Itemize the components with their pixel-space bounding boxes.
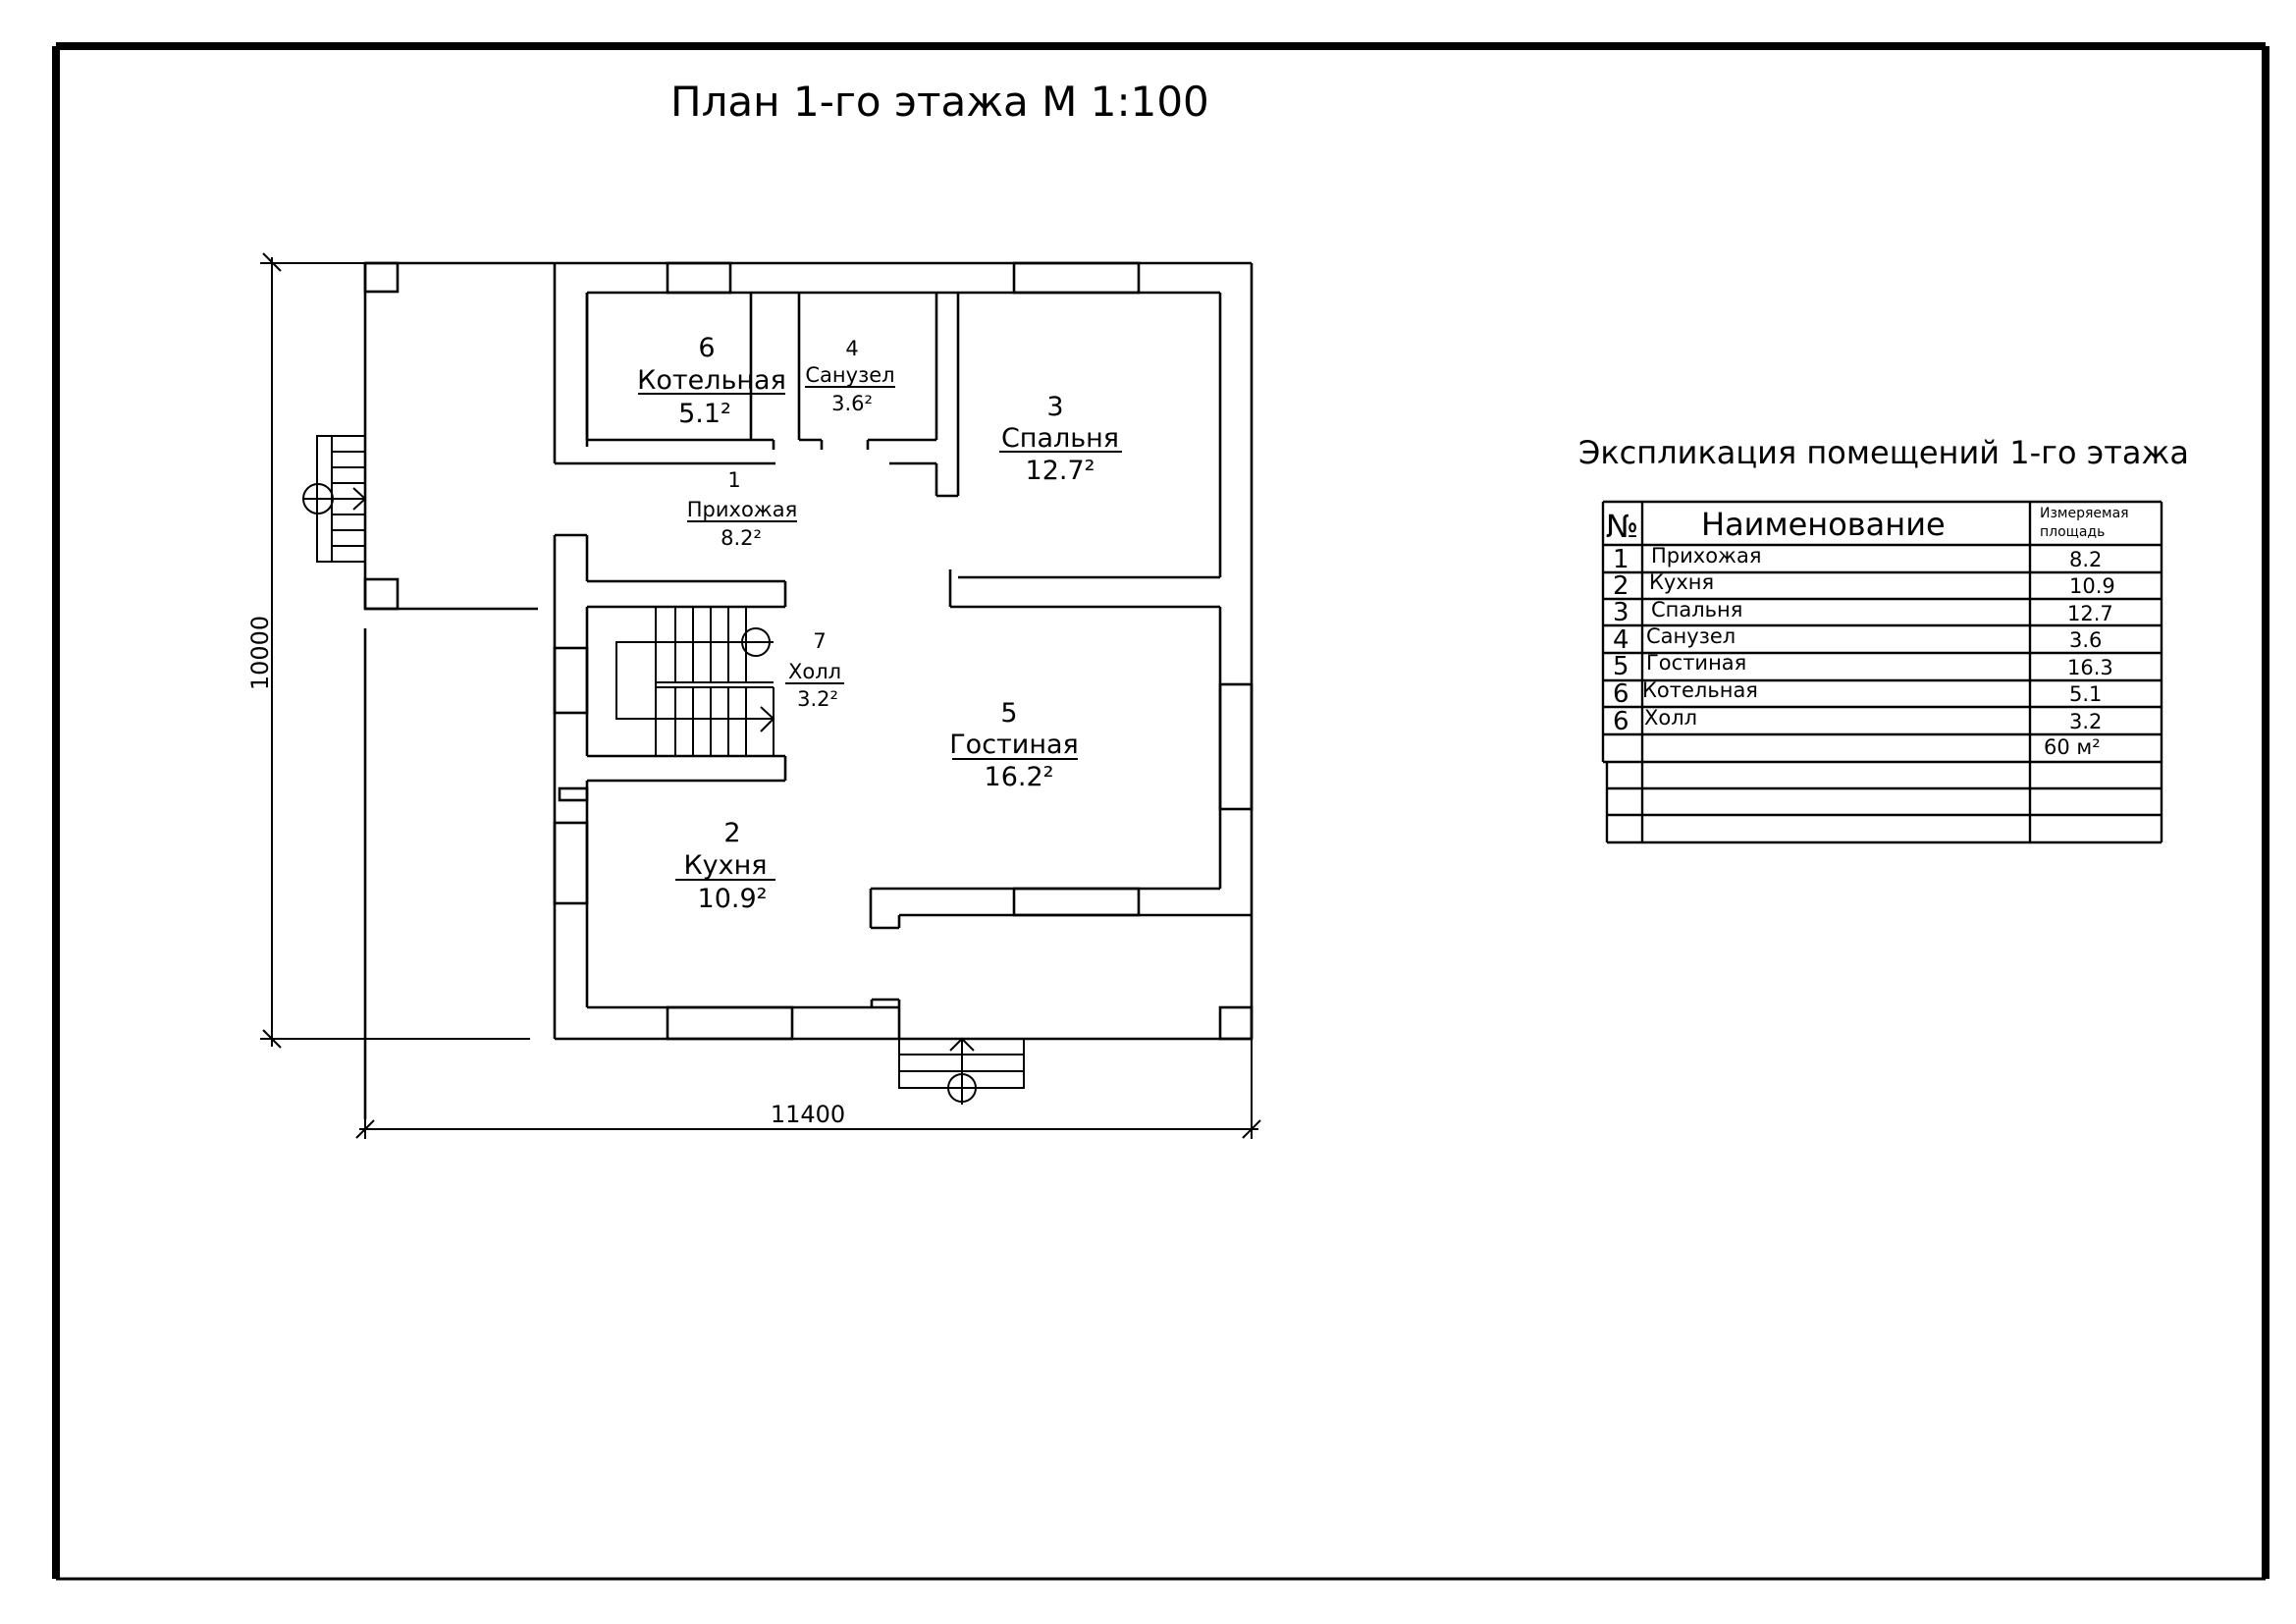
floor-plan: 10000 11400 6 Котельная 5.1² 4 Санузел 3…: [246, 252, 1261, 1139]
table-row-name: Спальня: [1651, 598, 1742, 622]
table-row-area: 3.6: [2069, 628, 2102, 652]
room-name: Кухня: [683, 850, 767, 881]
plan-title: План 1-го этажа М 1:100: [670, 78, 1209, 126]
room-number: 7: [813, 629, 826, 653]
table-row-name: Гостиная: [1646, 651, 1746, 675]
room-name: Спальня: [1001, 423, 1119, 454]
table-header-area-2: площадь: [2040, 524, 2105, 540]
window-living-right: [1218, 682, 1254, 811]
boiler-room-walls: [555, 293, 775, 465]
room-name: Гостиная: [949, 730, 1079, 760]
table-row-num: 6: [1613, 679, 1629, 709]
room-area: 3.2²: [797, 687, 838, 711]
window-bedroom: [1012, 261, 1141, 295]
room-name: Прихожая: [687, 498, 797, 521]
explication-title: Экспликация помещений 1-го этажа: [1578, 434, 2189, 471]
room-label-hall: 7 Холл 3.2²: [785, 629, 844, 711]
room-number: 5: [1000, 698, 1017, 729]
table-row-name: Санузел: [1646, 624, 1735, 648]
bathroom-walls: [797, 293, 938, 465]
living-room-walls: [869, 887, 1252, 930]
room-area: 3.6²: [831, 392, 873, 415]
room-name: Котельная: [637, 365, 786, 396]
table-row-area: 10.9: [2069, 574, 2115, 598]
table-row-num: 6: [1613, 707, 1629, 736]
dimension-height: 10000: [246, 616, 274, 690]
room-name: Санузел: [805, 363, 894, 387]
table-header-num: №: [1606, 508, 1638, 545]
hall-staircase: [555, 533, 787, 793]
table-row-area: 3.2: [2069, 710, 2102, 733]
left-entrance-stairs: [302, 435, 367, 563]
table-row-num: 2: [1613, 571, 1629, 601]
room-name: Холл: [788, 660, 841, 683]
room-label-boiler: 6 Котельная 5.1²: [637, 333, 786, 429]
table-row-area: 5.1: [2069, 682, 2102, 706]
table-row-name: Прихожая: [1651, 544, 1761, 568]
room-area: 8.2²: [721, 526, 762, 550]
table-row-num: 4: [1613, 625, 1629, 655]
table-header-name: Наименование: [1701, 506, 1946, 543]
room-label-bathroom: 4 Санузел 3.6²: [805, 337, 895, 415]
bottom-entrance-stairs: [898, 1037, 1025, 1105]
room-area: 5.1²: [678, 399, 731, 429]
room-area: 12.7²: [1026, 456, 1095, 486]
table-row-name: Холл: [1644, 706, 1697, 730]
bedroom-walls: [934, 293, 1220, 609]
explication-table: № Наименование Измеряемая площадь 1 Прих…: [1601, 500, 2163, 844]
window-boiler: [666, 261, 732, 295]
room-label-entry: 1 Прихожая 8.2²: [687, 468, 797, 550]
window-kitchen-left: [553, 821, 589, 905]
table-row-num: 3: [1613, 598, 1629, 627]
table-row-name: Котельная: [1642, 678, 1758, 702]
table-row-area: 16.3: [2067, 656, 2113, 679]
window-living-bottom: [1012, 887, 1141, 917]
sheet-frame: [52, 42, 2269, 1581]
room-area: 16.2²: [985, 762, 1054, 792]
room-number: 6: [698, 333, 715, 363]
table-row-area: 12.7: [2067, 602, 2113, 625]
table-row-num: 1: [1613, 545, 1629, 574]
room-label-living: 5 Гостиная 16.2²: [949, 698, 1079, 792]
dimension-width: 11400: [771, 1101, 845, 1128]
window-hall-left: [553, 646, 589, 715]
room-number: 3: [1046, 392, 1063, 422]
table-total: 60 м²: [2044, 735, 2101, 759]
table-header-area-1: Измеряемая: [2040, 506, 2129, 521]
room-label-kitchen: 2 Кухня 10.9²: [675, 818, 775, 914]
room-label-bedroom: 3 Спальня 12.7²: [999, 392, 1122, 486]
window-kitchen-bottom: [666, 1005, 794, 1041]
table-row-name: Кухня: [1649, 570, 1714, 594]
dimension-lines: [260, 252, 1261, 1139]
room-number: 2: [723, 818, 740, 848]
room-area: 10.9²: [698, 884, 768, 914]
terrace: [363, 261, 555, 1119]
room-number: 4: [845, 337, 858, 360]
table-row-area: 8.2: [2069, 548, 2102, 571]
table-row-num: 5: [1613, 652, 1629, 681]
room-number: 1: [727, 468, 740, 492]
